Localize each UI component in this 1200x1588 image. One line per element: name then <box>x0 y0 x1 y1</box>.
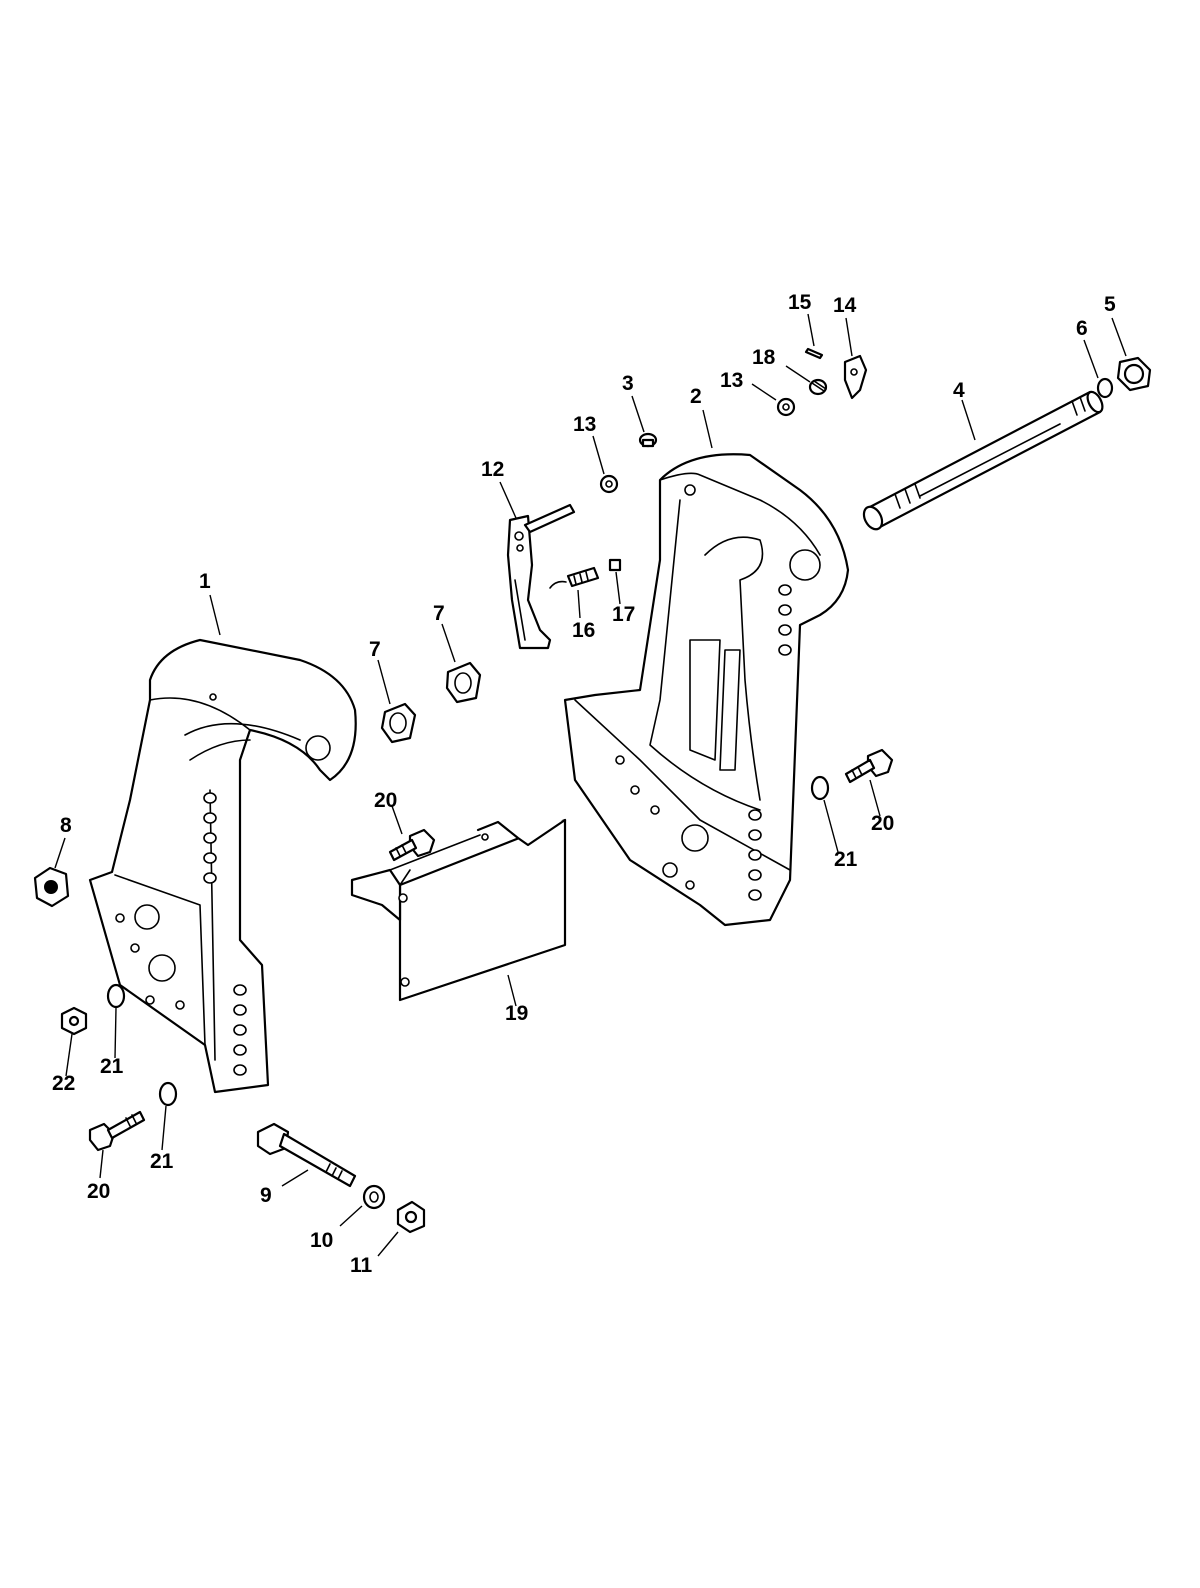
part-2-right-bracket <box>563 453 850 927</box>
part-19-plate <box>350 818 567 1002</box>
callout-22: 22 <box>52 1072 75 1095</box>
callout-12: 12 <box>481 458 504 481</box>
callout-20c: 20 <box>87 1180 110 1203</box>
part-9-bolt <box>256 1122 357 1188</box>
part-22-nut <box>60 1006 88 1036</box>
callout-1: 1 <box>199 570 211 593</box>
part-20-bolt-b <box>844 748 894 784</box>
callout-21b: 21 <box>100 1055 124 1078</box>
callout-16: 16 <box>572 619 595 642</box>
part-7-spacer-washer-b <box>445 661 482 704</box>
part-16-spring <box>549 566 600 589</box>
callout-10: 10 <box>310 1229 333 1252</box>
callout-9: 9 <box>260 1184 272 1207</box>
part-21-washer-b <box>106 983 126 1009</box>
part-11-nut <box>396 1200 426 1234</box>
part-5-tube-nut <box>1116 356 1152 392</box>
part-13-bushing-b <box>776 397 796 417</box>
part-14-latch <box>843 354 868 400</box>
callout-21c: 21 <box>150 1150 174 1173</box>
part-21-washer-c <box>158 1081 178 1107</box>
callout-13a: 13 <box>573 413 596 436</box>
callout-7b: 7 <box>433 602 445 625</box>
leader-lines <box>54 313 1127 1257</box>
callout-13b: 13 <box>720 369 743 392</box>
part-21-washer-a <box>810 775 830 801</box>
part-20-bolt-c <box>88 1110 146 1152</box>
part-3-plug <box>638 432 658 448</box>
callout-20a: 20 <box>374 789 397 812</box>
callout-8: 8 <box>60 814 72 837</box>
part-1-left-bracket <box>88 638 357 1094</box>
part-8-lock-nut <box>33 866 70 908</box>
callout-labels: 1 2 3 4 5 6 7 7 8 9 10 11 12 13 13 14 15… <box>52 291 1116 1277</box>
part-6-washer <box>1096 377 1114 399</box>
part-4-tilt-tube <box>862 390 1104 531</box>
part-15-pin <box>804 347 824 360</box>
part-7-spacer-washer-a <box>380 702 417 744</box>
callout-17: 17 <box>612 603 635 626</box>
callout-14: 14 <box>833 294 857 317</box>
part-10-washer <box>362 1184 386 1210</box>
part-12-lock-lever <box>506 503 576 650</box>
callout-2: 2 <box>690 385 702 408</box>
callout-19: 19 <box>505 1002 528 1025</box>
callout-20b: 20 <box>871 812 894 835</box>
callout-5: 5 <box>1104 293 1116 316</box>
part-18-spring <box>808 378 828 396</box>
callout-6: 6 <box>1076 317 1088 340</box>
part-17-spacer <box>608 558 622 572</box>
callout-7a: 7 <box>369 638 381 661</box>
callout-4: 4 <box>953 379 965 402</box>
part-13-bushing-a <box>599 474 619 494</box>
callout-15: 15 <box>788 291 812 314</box>
part-20-bolt-a <box>388 828 436 862</box>
callout-11: 11 <box>350 1254 373 1277</box>
callout-3: 3 <box>622 372 634 395</box>
callout-21a: 21 <box>834 848 858 871</box>
callout-18: 18 <box>752 346 776 369</box>
